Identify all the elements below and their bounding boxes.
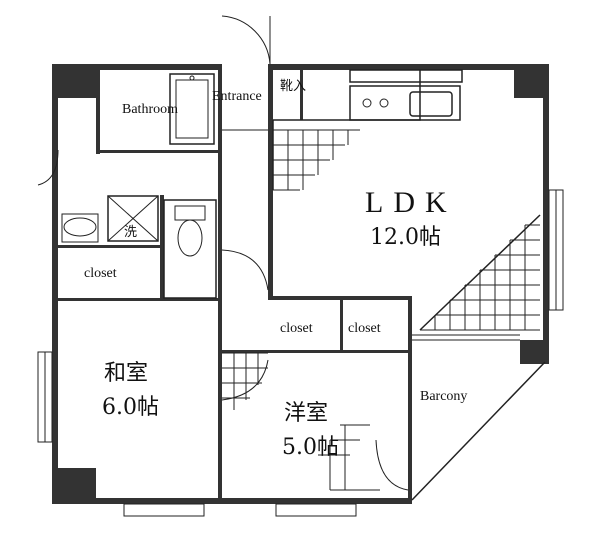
washitsu-size: 6.0帖 <box>102 395 159 420</box>
entrance-label: Entrance <box>212 89 262 104</box>
washitsu-label: 和室 <box>104 361 148 386</box>
washroom-fixtures <box>61 195 159 243</box>
youshitsu-size: 5.0帖 <box>282 435 339 460</box>
washer-label: 洗 <box>124 225 137 240</box>
outer-walls <box>52 64 549 504</box>
ldk-size: 12.0帖 <box>370 225 441 250</box>
ldk-label: LDK <box>365 186 457 219</box>
kitchen-counter <box>349 69 463 121</box>
interior-walls <box>58 64 412 504</box>
room-labels: Bathroom Entrance 靴入 LDK 12.0帖 closet cl… <box>84 79 467 460</box>
youshitsu-label: 洋室 <box>284 401 328 426</box>
bathtub <box>169 73 215 145</box>
hall-tiles <box>222 352 380 491</box>
balcony-outline <box>411 334 546 501</box>
closet-mid-label: closet <box>280 321 313 336</box>
toilet <box>163 199 217 299</box>
windows <box>37 189 564 517</box>
doors <box>37 15 409 491</box>
closet-right-label: closet <box>348 321 381 336</box>
closet-left-label: closet <box>84 266 117 281</box>
balcony-label: Barcony <box>420 389 467 404</box>
shoe-box-label: 靴入 <box>280 79 306 94</box>
bathroom-label: Bathroom <box>122 102 178 117</box>
